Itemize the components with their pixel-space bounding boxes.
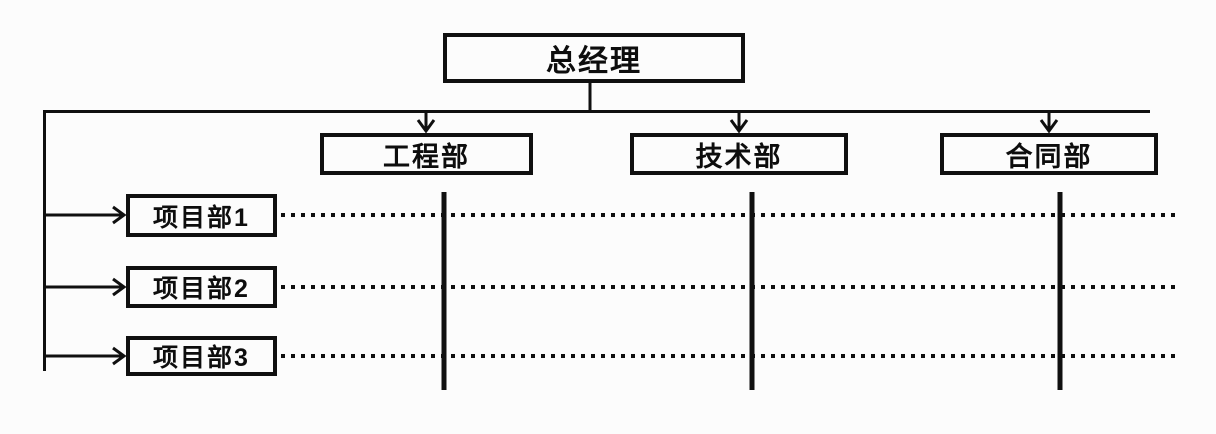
node-engineering-dept: 工程部	[320, 133, 533, 175]
down-arrow-technical	[729, 112, 749, 134]
node-project-dept-3: 项目部3	[126, 336, 277, 376]
down-arrow-contract	[1039, 112, 1059, 134]
node-project-dept-2: 项目部2	[126, 266, 277, 308]
right-arrow-project-3	[45, 346, 127, 366]
right-arrow-project-1	[45, 205, 127, 225]
node-contract-dept: 合同部	[940, 133, 1158, 175]
node-technical-dept: 技术部	[630, 133, 848, 175]
right-arrow-project-2	[45, 277, 127, 297]
node-general-manager: 总经理	[443, 33, 745, 83]
node-project-dept-1: 项目部1	[126, 194, 277, 237]
down-arrow-engineering	[416, 112, 436, 134]
